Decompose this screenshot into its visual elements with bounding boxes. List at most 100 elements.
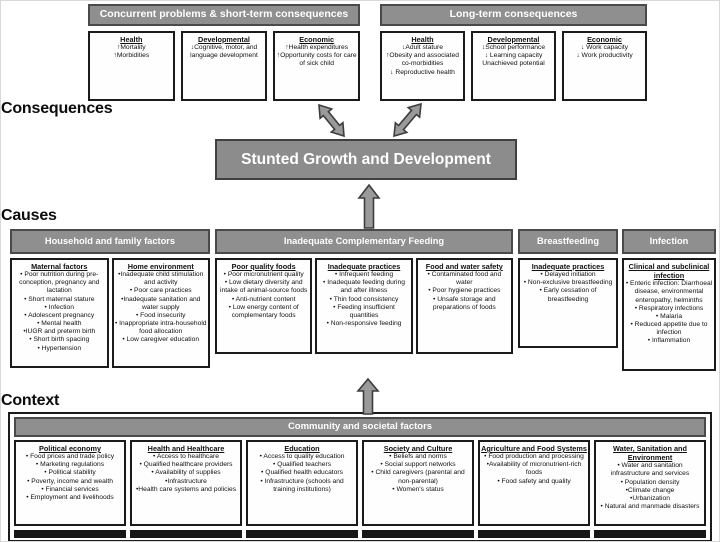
factor-box: Agriculture and Food Systems• Food produ… xyxy=(478,440,590,526)
factor-item: • Reduced appetite due to infection xyxy=(630,321,708,337)
factor-item: • Political stability xyxy=(44,469,96,477)
factor-item: ↓Cognitive, motor, and language developm… xyxy=(190,44,258,60)
factor-item: • Infrastructure (schools and training i… xyxy=(260,477,344,493)
factor-item: • Social support networks xyxy=(380,461,456,469)
factor-box: Developmental↓School performance↓ Learni… xyxy=(471,31,556,101)
factor-box: Education• Access to quality education • … xyxy=(246,440,358,526)
factor-item: • Contaminated food and water xyxy=(427,271,502,287)
factor-box: Inadequate practices• Delayed initiation… xyxy=(518,258,618,348)
factor-item: • Availability of supplies xyxy=(151,469,221,477)
cause-group-complementary-feeding: Inadequate Complementary Feeding Poor qu… xyxy=(215,229,513,371)
factor-box: Developmental↓Cognitive, motor, and lang… xyxy=(180,31,268,101)
factor-box: Water, Sanitation and Environment• Water… xyxy=(594,440,706,526)
factor-item: • Inadequate feeding during and after il… xyxy=(323,279,405,295)
factor-item: • Thin food consistency xyxy=(329,295,399,303)
causes-section: Household and family factors Maternal fa… xyxy=(10,229,716,371)
factor-item: • Unsafe storage and preparations of foo… xyxy=(432,295,496,311)
causes-label: Causes xyxy=(1,207,57,224)
factor-box-title: Developmental xyxy=(198,35,250,44)
factor-item: • Employment and livelihoods xyxy=(26,493,114,501)
factor-item: ↓ Work productivity xyxy=(576,52,633,60)
factor-item: • Poverty, income and wealth xyxy=(27,477,113,485)
factor-box-title: Society and Culture xyxy=(383,444,453,453)
consequences-label: Consequences xyxy=(1,100,113,117)
factor-box: Home environment•Inadequate child stimul… xyxy=(111,258,210,368)
factor-box-title: Clinical and subclinical infection xyxy=(628,262,710,281)
complementary-feeding-boxes: Poor quality foods• Poor micronutrient q… xyxy=(215,258,513,354)
factor-item: •Availability of micronutrient-rich food… xyxy=(486,461,582,477)
factor-item: • Adolescent pregnancy xyxy=(24,311,95,319)
cutoff-strip xyxy=(478,530,590,538)
factor-item: • Short birth spacing xyxy=(29,336,90,344)
factor-box: Health↑Mortality↑Morbidities xyxy=(88,31,175,101)
factor-item: • Hypertension xyxy=(37,344,82,352)
factor-item: • Poor hygiene practices xyxy=(428,287,501,295)
factor-item: •IUGR and preterm birth xyxy=(23,328,96,336)
factor-box: Health↓Adult stature↑Obesity and associa… xyxy=(380,31,465,101)
factor-item: • Anti-nutrient content xyxy=(231,295,296,303)
factor-box: Clinical and subclinical infection• Ente… xyxy=(622,258,716,371)
factor-box: Political economy• Food prices and trade… xyxy=(14,440,126,526)
factor-item: • Population density xyxy=(620,478,680,486)
factor-item: • Infrequent feeding xyxy=(334,271,394,279)
breastfeeding-header: Breastfeeding xyxy=(518,229,618,254)
factor-item: ↑Health expenditures xyxy=(285,44,349,52)
factor-box-title: Education xyxy=(284,444,320,453)
complementary-feeding-header: Inadequate Complementary Feeding xyxy=(215,229,513,254)
factor-item: ↑Morbidities xyxy=(113,52,150,60)
factor-item: • Food safety and quality xyxy=(497,477,571,485)
cause-group-breastfeeding: Breastfeeding Inadequate practices• Dela… xyxy=(518,229,618,371)
factor-item: • Enteric infection: Diarrhoeal disease,… xyxy=(625,280,713,304)
factor-item: ↓ Reproductive health xyxy=(390,68,455,76)
factor-box: Society and Culture• Beliefs and norms• … xyxy=(362,440,474,526)
short-term-header: Concurrent problems & short-term consequ… xyxy=(88,4,360,26)
factor-item: • Women's status xyxy=(392,485,444,493)
factor-item: ↓ Work capacity xyxy=(580,44,629,52)
long-term-header: Long-term consequences xyxy=(380,4,647,26)
factor-item: ↓ Learning capacity xyxy=(484,52,543,60)
factor-item: • Food insecurity xyxy=(135,311,186,319)
factor-box-title: Food and water safety xyxy=(425,262,503,271)
factor-item: • Low caregiver education xyxy=(122,336,200,344)
cutoff-strip xyxy=(594,530,706,538)
factor-item: •Infrastructure xyxy=(165,477,207,485)
factor-box-title: Poor quality foods xyxy=(231,262,296,271)
factor-box-title: Economic xyxy=(299,35,335,44)
factor-item: • Access to quality education xyxy=(259,453,345,461)
stunted-growth-box: Stunted Growth and Development xyxy=(215,139,517,180)
up-arrow-causes-to-outcome xyxy=(357,183,381,229)
factor-box: Inadequate practices• Infrequent feeding… xyxy=(315,258,413,354)
cutoff-strip xyxy=(14,530,126,538)
cause-group-infection: Infection Clinical and subclinical infec… xyxy=(622,229,716,371)
context-boxes: Political economy• Food prices and trade… xyxy=(14,440,706,526)
factor-item: • Financial services xyxy=(41,485,99,493)
factor-item: • Access to healthcare xyxy=(153,453,219,461)
factor-item: • Poor care practices xyxy=(129,287,192,295)
double-arrow-long-term xyxy=(393,102,422,138)
factor-box-title: Agriculture and Food Systems xyxy=(481,444,587,453)
infection-header: Infection xyxy=(622,229,716,254)
factor-item: • Inflammation xyxy=(647,337,691,345)
factor-box: Maternal factors• Poor nutrition during … xyxy=(10,258,109,368)
factor-item: •Inadequate sanitation and water supply xyxy=(121,295,201,311)
factor-item: • Respiratory infections xyxy=(634,304,704,312)
factor-item: • Beliefs and norms xyxy=(389,453,447,461)
factor-box-title: Health xyxy=(411,35,434,44)
factor-item: • Poor nutrition during pre-conception, … xyxy=(19,271,100,295)
factor-item: • Low dietary diversity and intake of an… xyxy=(219,279,308,295)
factor-item: • Inappropriate intra-household food all… xyxy=(114,320,207,336)
factor-item: • Marketing regulations xyxy=(35,461,105,469)
factor-item: ↑Mortality xyxy=(117,44,146,52)
factor-box: Health and Healthcare• Access to healthc… xyxy=(130,440,242,526)
factor-item: • Malaria xyxy=(655,312,683,320)
factor-box-title: Health xyxy=(120,35,143,44)
factor-item: Unachieved potential xyxy=(482,60,545,68)
cutoff-strip xyxy=(130,530,242,538)
cause-group-household: Household and family factors Maternal fa… xyxy=(10,229,210,371)
factor-item: ↑Opportunity costs for care of sick chil… xyxy=(276,52,357,68)
factor-item: •Health care systems and policies xyxy=(135,485,237,493)
factor-item: • Qualified healthcare providers xyxy=(139,461,233,469)
factor-item: • Feeding insufficient quantities xyxy=(333,303,395,319)
factor-item: • Mental health xyxy=(37,320,82,328)
factor-item: •Urbanization xyxy=(630,494,670,502)
